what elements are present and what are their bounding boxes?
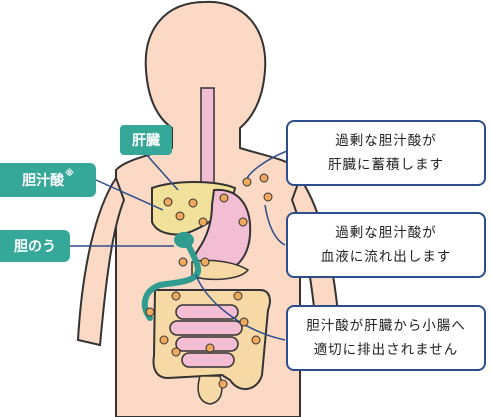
callout-2-line-2: 血液に流れ出します (320, 249, 452, 265)
bile-acid-label-text: 胆汁酸 (22, 173, 65, 189)
callout-liver-accumulation: 過剰な胆汁酸が 肝臓に蓄積します (286, 120, 486, 186)
callout-3-line-1: 胆汁酸が肝臓から小腸へ (306, 318, 466, 334)
bile-acid-note-mark: ※ (65, 169, 74, 179)
callout-blood-outflow: 過剰な胆汁酸が 血液に流れ出します (286, 212, 486, 278)
small-intestine (169, 304, 243, 368)
gallbladder-label: 胆のう (0, 230, 70, 262)
callout-intestine-excretion: 胆汁酸が肝臓から小腸へ 適切に排出されません (286, 305, 486, 371)
gallbladder-label-text: 胆のう (14, 239, 56, 255)
bile-acid-dots (145, 173, 273, 389)
gallbladder (174, 232, 194, 248)
liver-label: 肝臓 (120, 125, 172, 155)
left-arm (76, 175, 126, 347)
liver-label-text: 肝臓 (132, 133, 160, 149)
bile-duct (141, 237, 201, 321)
callout-1-line-1: 過剰な胆汁酸が (335, 133, 437, 149)
rectum (197, 375, 223, 405)
callout-2-line-1: 過剰な胆汁酸が (335, 225, 437, 241)
bile-acid-label: 胆汁酸 ※ (0, 163, 96, 197)
callout-3-line-2: 適切に排出されません (313, 342, 459, 358)
callout-1-line-2: 肝臓に蓄積します (328, 157, 444, 173)
